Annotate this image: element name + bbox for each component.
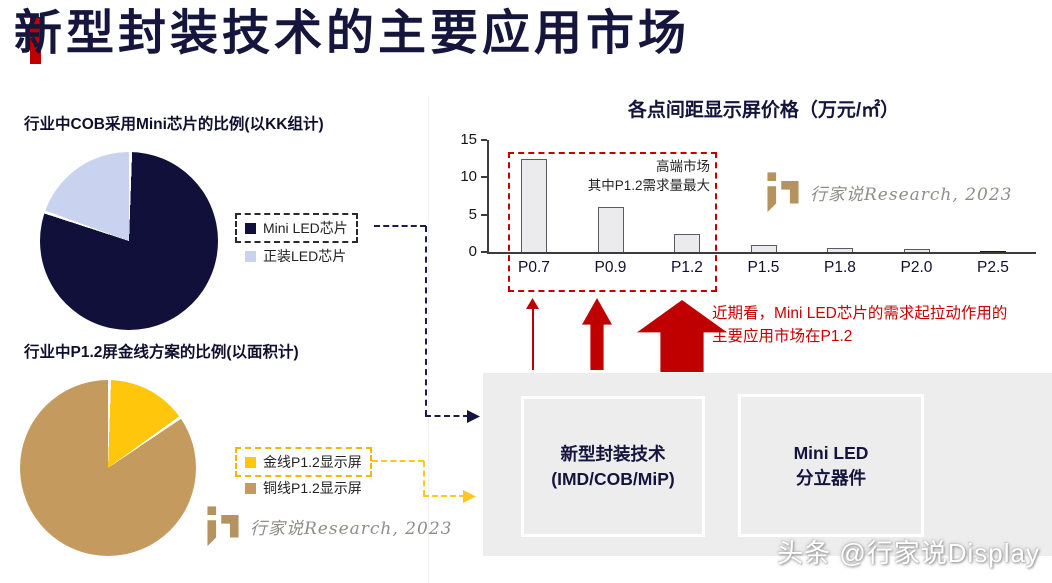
toutiao-watermark: 头条 @行家说Display [777, 538, 1040, 568]
legend-label-copper-wire: 铜线P1.2显示屏 [263, 480, 362, 496]
highlight-dashed-box [508, 152, 717, 292]
hangjiashuo-logo-icon [207, 506, 239, 547]
legend-item-copper-wire: 铜线P1.2显示屏 [245, 478, 362, 498]
legend-swatch-normal-led [245, 250, 256, 262]
x-label-P1.8: P1.8 [824, 259, 856, 276]
y-tick-mark-15 [481, 139, 487, 141]
navy-connector-horizontal-2 [425, 415, 469, 417]
navy-connector-arrowhead [467, 410, 480, 423]
demand-note-line-1: 近期看，Mini LED芯片的需求起拉动作用的 [712, 305, 1008, 322]
x-label-P1.2: P1.2 [671, 259, 703, 276]
bar-P0.9 [597, 207, 624, 252]
legend-box-mini-led: Mini LED芯片 [235, 213, 358, 243]
research-watermark-text: 行家说Research, 2023 [250, 519, 453, 539]
packaging-tech-box: 新型封装技术 (IMD/COB/MiP) [521, 396, 705, 537]
mini-led-parts-box: Mini LED 分立器件 [738, 394, 924, 537]
bar-P1.8 [827, 247, 853, 252]
x-label-P2.0: P2.0 [900, 259, 933, 276]
pie2-heading: 行业中P1.2屏金线方案的比例(以面积计) [24, 344, 299, 361]
x-label-P2.5: P2.5 [977, 259, 1009, 276]
y-tick-mark-10 [481, 176, 487, 179]
x-label-P1.5: P1.5 [747, 259, 780, 276]
up-arrow-medium [582, 298, 612, 370]
legend-label-normal-led: 正装LED芯片 [263, 248, 347, 264]
legend-box-gold-wire: 金线P1.2显示屏 [235, 447, 372, 477]
bar-P1.2 [674, 234, 700, 252]
bar-annotation: 高端市场 其中P1.2需求量最大 [528, 157, 710, 195]
x-label-P0.9: P0.9 [594, 259, 627, 276]
bar-chart-title: 各点间距显示屏价格（万元/㎡） [627, 100, 900, 121]
navy-connector-horizontal-1 [374, 225, 426, 227]
mini-led-parts-box-line-2: 分立器件 [796, 467, 866, 488]
legend-swatch-copper-wire [245, 482, 256, 494]
page-title: 新型封装技术的主要应用市场 [14, 7, 691, 60]
hangjiashuo-logo-icon [767, 172, 799, 213]
vertical-divider [428, 96, 429, 583]
research-watermark-text: 行家说Research, 2023 [810, 185, 1013, 205]
bar-P0.7 [521, 158, 547, 252]
demand-note-line-2: 主要应用市场在P1.2 [712, 328, 853, 345]
yellow-connector-horizontal-2 [423, 495, 465, 497]
yellow-connector-arrowhead [463, 490, 476, 503]
pie-chart-mini-chip [40, 152, 218, 330]
packaging-tech-box-line-1: 新型封装技术 [560, 443, 666, 464]
y-axis [487, 140, 489, 254]
yellow-connector-vertical [423, 461, 425, 496]
bar-P1.5 [750, 245, 777, 252]
navy-connector-vertical [425, 226, 427, 416]
up-arrow-small-head [526, 298, 539, 309]
research-watermark-top: 行家说Research, 2023 [764, 172, 1012, 216]
y-tick-label-5: 5 [468, 205, 477, 223]
y-tick-label-0: 0 [468, 243, 477, 260]
x-label-P0.7: P0.7 [518, 259, 550, 276]
y-tick-mark-0 [481, 251, 487, 253]
up-arrow-small-shaft [531, 307, 534, 370]
legend-swatch-mini-led [245, 222, 256, 234]
application-panel [483, 373, 1052, 556]
bar-P2.0 [903, 249, 930, 252]
pie-chart-gold-wire [20, 380, 196, 556]
pie1-heading: 行业中COB采用Mini芯片的比例(以KK组计) [24, 116, 324, 133]
y-tick-label-15: 15 [460, 131, 477, 148]
yellow-connector-horizontal-1 [372, 460, 424, 462]
mini-led-parts-box-line-1: Mini LED [793, 442, 869, 463]
legend-label-gold-wire: 金线P1.2显示屏 [263, 454, 362, 470]
y-tick-label-10: 10 [460, 168, 477, 186]
x-axis [487, 252, 1036, 254]
bar-P2.5 [980, 250, 1006, 252]
annotation-line-1: 高端市场 [656, 159, 710, 174]
title-accent-bar [30, 17, 41, 64]
demand-note: 近期看，Mini LED芯片的需求起拉动作用的 主要应用市场在P1.2 [712, 302, 1007, 348]
research-watermark-bottom: 行家说Research, 2023 [204, 506, 452, 550]
legend-item-normal-led: 正装LED芯片 [245, 246, 346, 266]
annotation-line-2: 其中P1.2需求量最大 [587, 178, 710, 193]
up-arrow-small [526, 298, 539, 370]
legend-label-mini-led: Mini LED芯片 [263, 220, 348, 236]
packaging-tech-box-line-2: (IMD/COB/MiP) [551, 468, 675, 489]
legend-swatch-gold-wire [245, 456, 256, 468]
y-tick-mark-5 [481, 213, 487, 216]
